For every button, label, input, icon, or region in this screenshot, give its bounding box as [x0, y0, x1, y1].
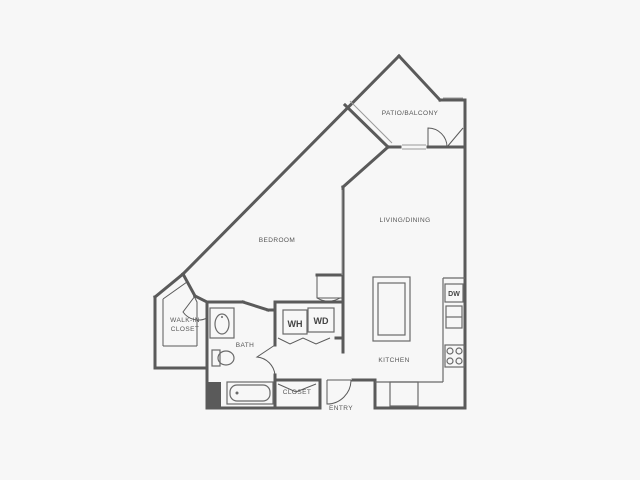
- water-heater-label: WH: [288, 319, 303, 329]
- refrigerator: [389, 381, 419, 407]
- label-walkin-2: CLOSET: [171, 326, 199, 333]
- doors: [182, 127, 464, 405]
- bedroom-door: [316, 275, 341, 302]
- bath-fixtures: [207, 307, 274, 408]
- washer-dryer-box: [307, 307, 335, 333]
- range: [444, 344, 465, 368]
- exterior-walls: [152, 53, 467, 410]
- kitchen-island: [372, 276, 411, 342]
- label-walkin-1: WALK-IN: [170, 317, 200, 324]
- label-bedroom: BEDROOM: [259, 237, 295, 244]
- closet-shelf: [162, 281, 198, 347]
- entry-door: [326, 379, 352, 405]
- label-patio: PATIO/BALCONY: [382, 110, 439, 117]
- vanity: [209, 307, 235, 339]
- patio-door: [427, 127, 448, 148]
- label-kitchen: KITCHEN: [378, 357, 409, 364]
- water-heater-box: [282, 309, 308, 335]
- interior-walls: [180, 102, 467, 410]
- washer-dryer-label: WD: [314, 316, 329, 326]
- tub-wall-block: [207, 382, 221, 408]
- toilet-tank: [211, 349, 221, 367]
- sink: [214, 313, 230, 335]
- label-bath: BATH: [236, 342, 254, 349]
- utility-appliances: WH WD: [282, 307, 335, 335]
- toilet-bowl: [217, 350, 235, 366]
- patio-door-swing: [446, 127, 464, 148]
- dishwasher-box: [444, 283, 464, 303]
- windows: [341, 97, 463, 275]
- tub-basin: [229, 384, 271, 402]
- utility-bifold: [277, 337, 331, 345]
- island-top: [377, 282, 406, 336]
- dishwasher-label: DW: [448, 291, 460, 298]
- closet-door: [182, 295, 208, 321]
- kitchen-fixtures: DW: [372, 276, 465, 407]
- linen-door: [277, 383, 317, 393]
- label-entry: ENTRY: [329, 405, 353, 412]
- label-living: LIVING/DINING: [379, 217, 430, 224]
- bathtub: [226, 381, 274, 405]
- label-closet: CLOSET: [283, 389, 311, 396]
- bath-door: [255, 344, 276, 376]
- room-labels: PATIO/BALCONY LIVING/DINING BEDROOM WALK…: [170, 110, 438, 412]
